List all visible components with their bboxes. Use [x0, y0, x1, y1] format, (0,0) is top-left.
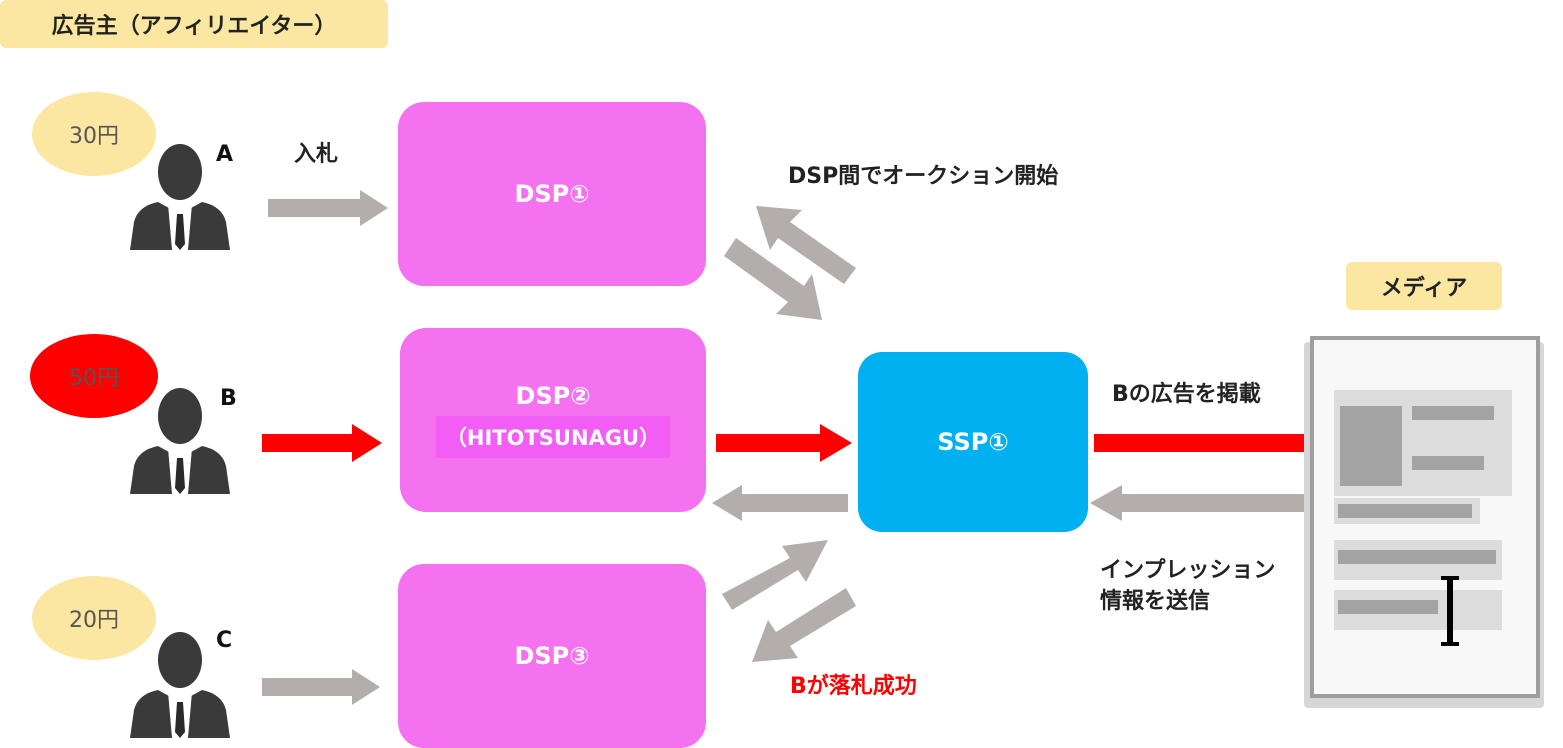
- bid-arrow-a: [268, 190, 388, 226]
- dsp1-to-ssp-arrow: [724, 238, 822, 320]
- auction-label: DSP間でオークション開始: [788, 164, 1059, 189]
- ssp-to-dsp2-arrow: [712, 485, 848, 521]
- bid-label: 入札: [294, 142, 339, 167]
- bid-bubble-c: 20円: [32, 576, 156, 660]
- publish-label: Bの広告を掲載: [1112, 382, 1261, 407]
- ssp-to-dsp3-arrow: [752, 588, 856, 662]
- advertiser-c-label: C: [216, 628, 233, 653]
- impression-label: インプレッション 情報を送信: [1100, 556, 1275, 618]
- media-to-ssp-arrow: [1090, 485, 1306, 521]
- dsp2-label: DSP②: [515, 382, 591, 410]
- ssp-to-dsp1-arrow: [756, 206, 856, 284]
- advertiser-c-icon: [130, 632, 230, 738]
- text-cursor-icon: [1441, 576, 1459, 646]
- advertiser-tag: 広告主（アフィリエイター）: [0, 0, 388, 48]
- dsp2-to-ssp-arrow: [716, 424, 852, 462]
- impression-label-line1: インプレッション: [1100, 558, 1276, 583]
- win-label: Bが落札成功: [790, 674, 917, 699]
- bid-bubble-b: 50円: [30, 334, 158, 418]
- ssp-to-media-arrow: [1094, 424, 1354, 462]
- dsp3-to-ssp-arrow: [722, 540, 828, 610]
- dsp3-label: DSP③: [514, 642, 590, 670]
- bid-bubble-a: 30円: [32, 92, 156, 176]
- dsp2-box: DSP② （HITOTSUNAGU）: [400, 328, 706, 512]
- bid-arrow-c: [262, 669, 380, 705]
- media-page-icon: [1304, 336, 1544, 708]
- dsp2-sublabel: （HITOTSUNAGU）: [435, 416, 671, 458]
- dsp1-label: DSP①: [514, 180, 590, 208]
- ssp-box: SSP①: [858, 352, 1088, 532]
- advertiser-a-icon: [130, 144, 230, 250]
- media-tag: メディア: [1346, 262, 1502, 310]
- ssp-label: SSP①: [937, 428, 1009, 456]
- advertiser-a-label: A: [216, 142, 234, 167]
- advertiser-b-icon: [130, 388, 230, 494]
- bid-arrow-b: [262, 424, 382, 462]
- advertiser-b-label: B: [220, 386, 237, 411]
- dsp1-box: DSP①: [398, 102, 706, 286]
- dsp3-box: DSP③: [398, 564, 706, 748]
- impression-label-line2: 情報を送信: [1100, 588, 1211, 614]
